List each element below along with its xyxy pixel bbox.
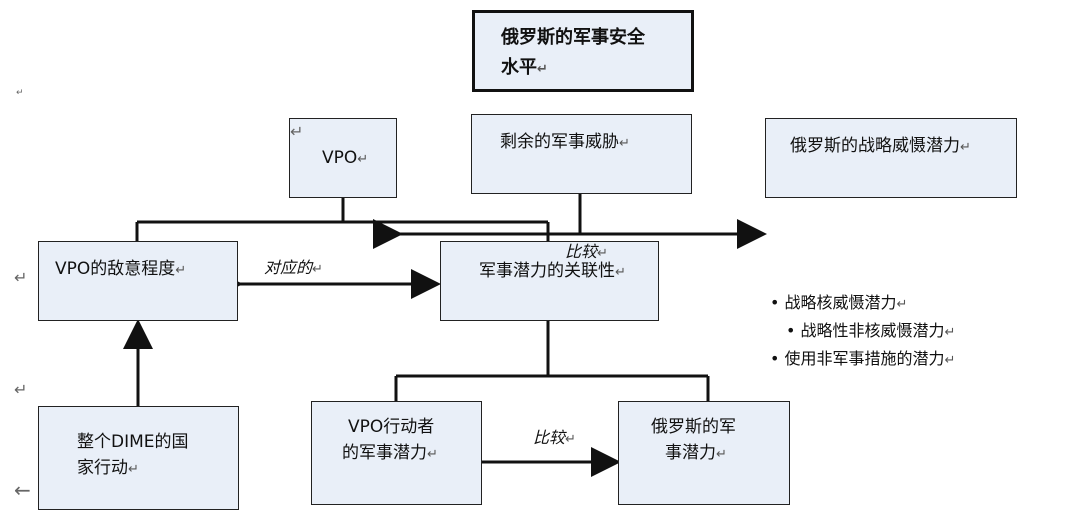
mil-relevance-label: 军事潜力的关联性 (479, 261, 615, 281)
dime-action-box: 整个DIME的国 家行动↵ (38, 406, 239, 510)
compare-bottom-text: 比较 (533, 428, 566, 447)
vpo-box: VPO↵ (289, 118, 397, 198)
deterrence-notes-list: 战略核威慑潜力↵ 战略性非核威慑潜力↵ 使用非军事措施的潜力↵ (770, 290, 956, 374)
stray-return-mark: ↵ (290, 122, 304, 141)
russia-deterrence-label: 俄罗斯的战略威慑潜力 (790, 136, 960, 156)
return-mark: ↵ (716, 447, 727, 462)
corresponding-text: 对应的 (264, 258, 313, 277)
title-line2: 水平 (501, 57, 537, 78)
return-mark: ↵ (427, 447, 438, 462)
return-mark: ↵ (960, 140, 971, 155)
residual-threat-label: 剩余的军事威胁 (500, 132, 619, 152)
title-box: 俄罗斯的军事安全 水平↵ (472, 10, 694, 92)
return-mark: ↵ (944, 325, 956, 340)
edge-label-corresponding: 对应的↵ (264, 254, 323, 278)
dime-line1: 整个DIME的国 (77, 432, 189, 452)
mil-relevance-box: 军事潜力的关联性↵ (440, 241, 659, 321)
return-mark: ↵ (565, 432, 576, 447)
russia-mil-line2: 事潜力 (665, 443, 716, 463)
return-mark: ↵ (944, 353, 956, 368)
return-mark: ↵ (128, 462, 139, 477)
residual-threat-box: 剩余的军事威胁↵ (471, 114, 692, 194)
edge-label-compare-top: 比较↵ (565, 238, 608, 262)
return-mark: ↵ (896, 297, 908, 312)
return-mark: ↵ (312, 262, 323, 277)
vpo-hostility-label: VPO的敌意程度 (55, 259, 176, 279)
note-item: 使用非军事措施的潜力↵ (770, 346, 956, 374)
russia-mil-line1: 俄罗斯的军 (651, 417, 736, 437)
note-item: 战略性非核威慑潜力↵ (770, 318, 956, 346)
vpo-actor-line2: 的军事潜力 (342, 443, 427, 463)
title-line1: 俄罗斯的军事安全 (501, 27, 645, 48)
return-mark: ↵ (619, 136, 630, 151)
compare-top-text: 比较 (565, 242, 598, 261)
return-mark: ↵ (175, 263, 187, 278)
note-item: 战略核威慑潜力↵ (770, 290, 955, 318)
vpo-label: VPO (322, 148, 358, 168)
return-mark: ↵ (615, 265, 626, 280)
stray-return-mark: ↵ (14, 268, 28, 287)
vpo-actor-potential-box: VPO行动者 的军事潜力↵ (311, 401, 482, 505)
russia-deterrence-box: 俄罗斯的战略威慑潜力↵ (765, 118, 1017, 198)
stray-arrow-left-icon: ← (14, 478, 31, 502)
dime-line2: 家行动 (77, 458, 128, 478)
vpo-hostility-box: VPO的敌意程度↵ (38, 241, 238, 321)
return-mark: ↵ (597, 246, 608, 261)
russia-mil-potential-box: 俄罗斯的军 事潜力↵ (618, 401, 790, 505)
stray-return-mark: ↵ (14, 380, 28, 399)
stray-small-mark: ↵ (16, 88, 24, 98)
vpo-actor-line1: VPO行动者 (348, 417, 435, 437)
return-mark: ↵ (357, 152, 369, 167)
edge-label-compare-bottom: 比较↵ (533, 424, 576, 448)
return-mark: ↵ (537, 62, 548, 77)
